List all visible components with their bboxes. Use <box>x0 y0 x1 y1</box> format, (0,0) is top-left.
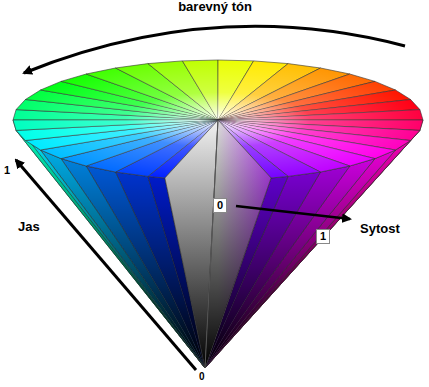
cone-facet <box>205 120 271 368</box>
cone-facet <box>13 120 218 130</box>
hue-label: barevný tón <box>178 0 252 15</box>
hue-arrow <box>24 26 405 73</box>
saturation-arrow <box>236 206 350 219</box>
cone-facet <box>205 120 423 368</box>
cone-facet <box>182 60 218 120</box>
cone-facet <box>148 61 218 120</box>
saturation-label: Sytost <box>360 222 400 237</box>
cone-body <box>13 60 423 368</box>
value-axis <box>205 120 218 368</box>
scale-number: 0 <box>213 198 227 213</box>
scale-number: 0 <box>199 371 205 383</box>
cone-facet <box>218 110 423 120</box>
value-label: Jas <box>18 220 40 235</box>
value-arrow <box>16 160 196 370</box>
scale-number: 1 <box>4 164 10 177</box>
cone-facet <box>13 120 218 130</box>
cone-facet <box>218 110 423 120</box>
cone-facet <box>148 61 218 120</box>
cone-facet <box>205 120 271 368</box>
cone-facet <box>205 120 423 368</box>
cone-facet <box>182 60 218 120</box>
scale-number: 1 <box>316 229 330 244</box>
